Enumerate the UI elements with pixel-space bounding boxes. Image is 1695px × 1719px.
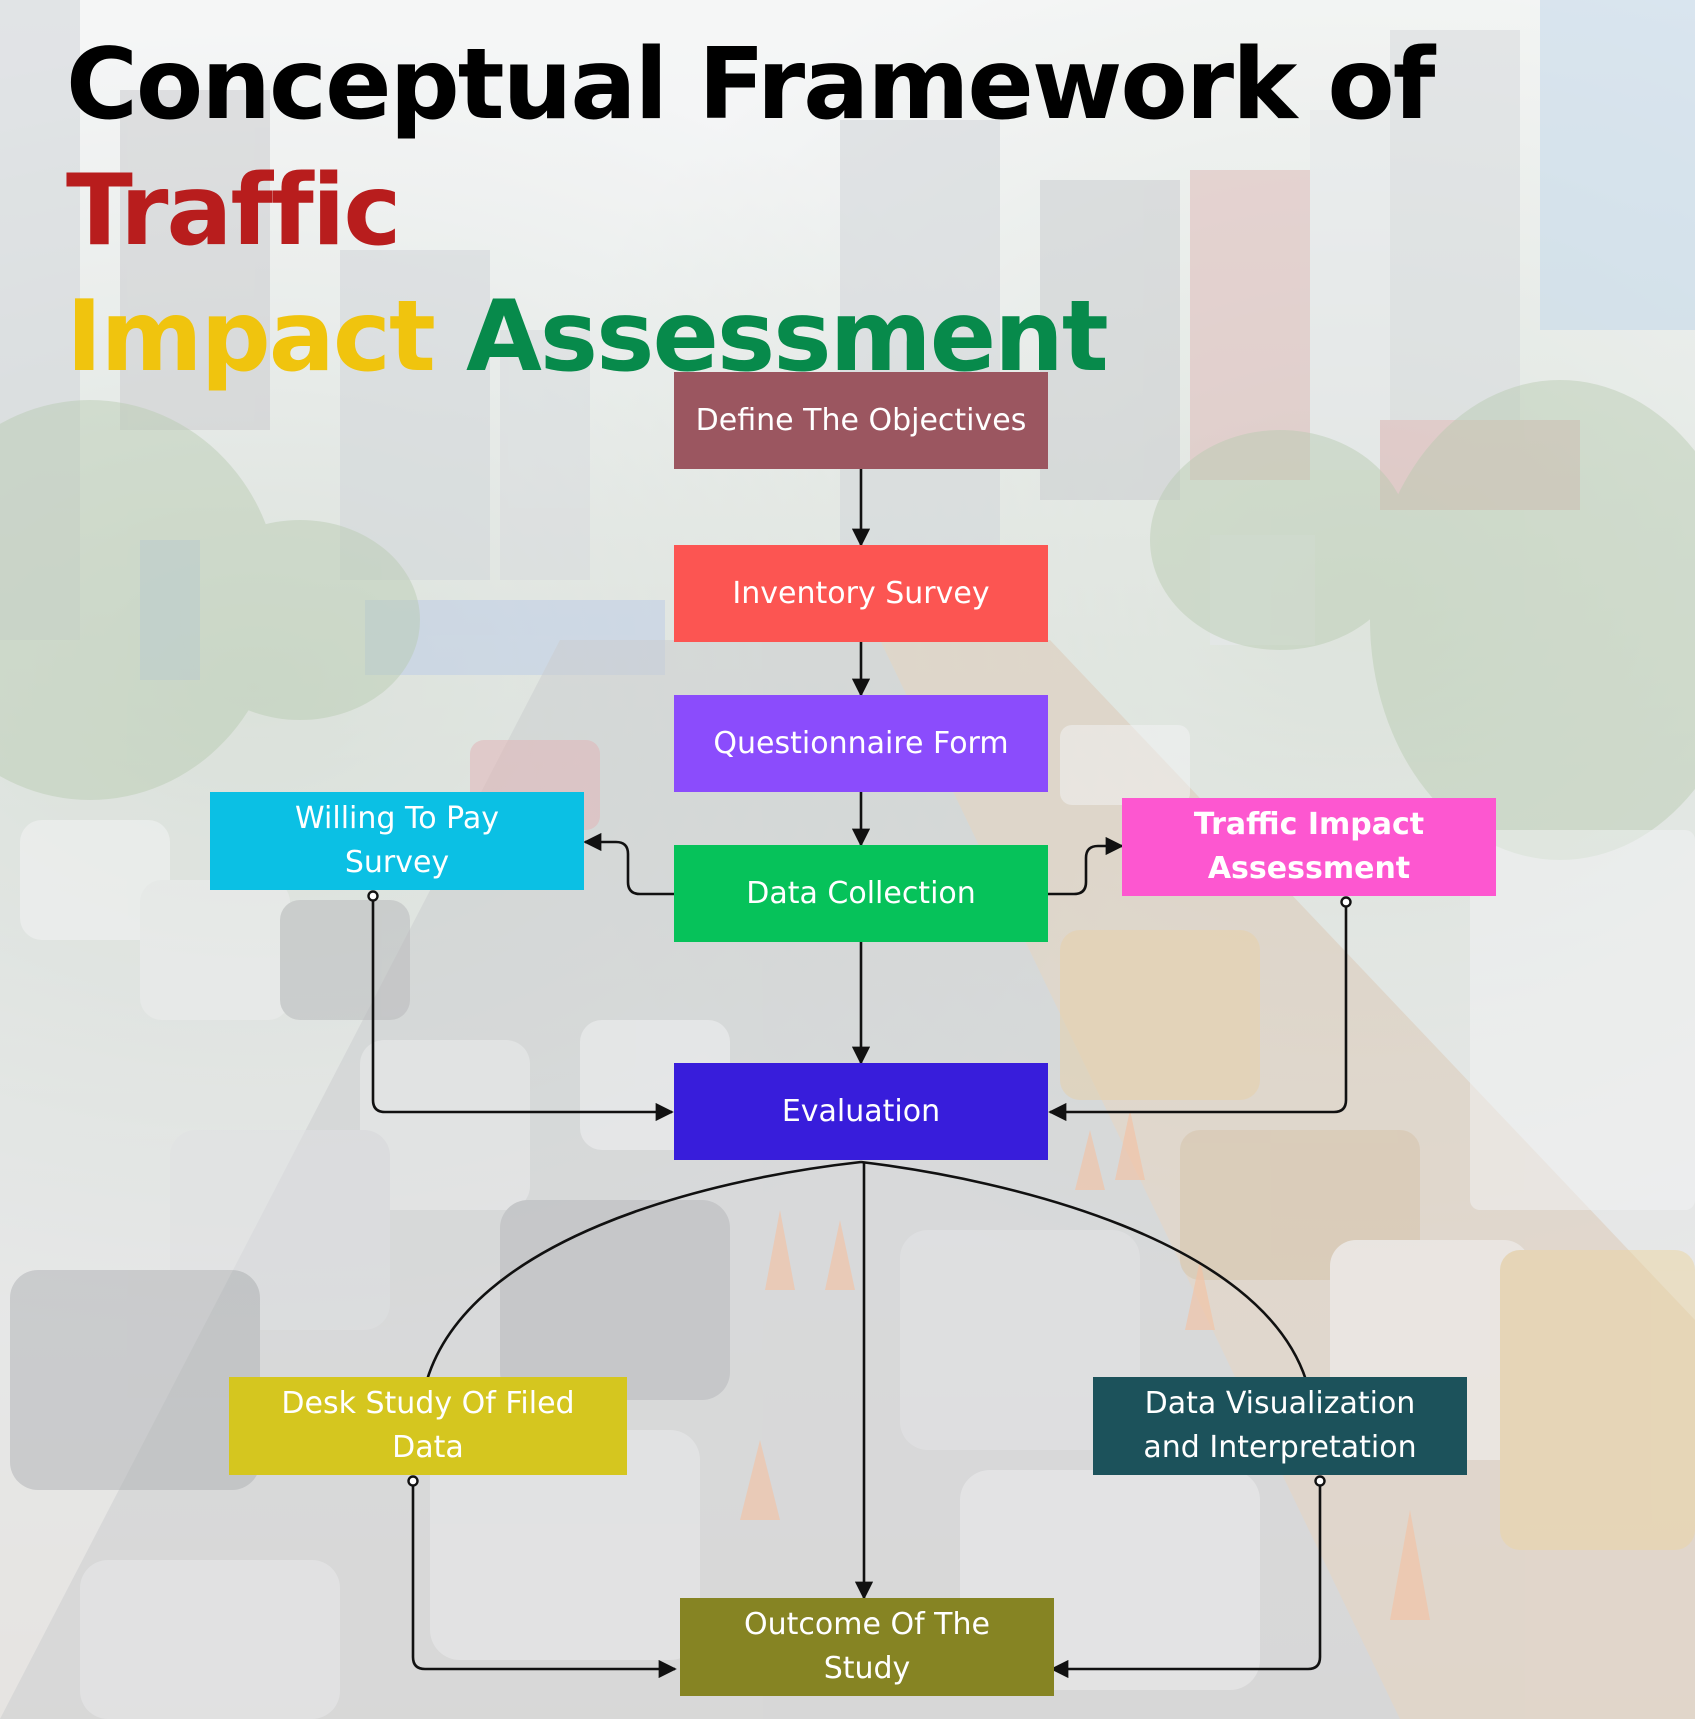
arrow-willing-to-evaluation xyxy=(371,896,674,1122)
curve-evaluation-to-visualization xyxy=(860,1160,1308,1381)
title-part-traffic: Traffic xyxy=(66,154,401,268)
arrow-desk-to-outcome xyxy=(411,1481,677,1679)
node-desk-study-label: Desk Study Of Filed Data xyxy=(281,1386,575,1465)
node-inventory-survey-label: Inventory Survey xyxy=(732,575,990,611)
node-willing-to-pay-survey-label: Willing To Pay Survey xyxy=(295,801,499,880)
connector-dot-visualization xyxy=(1314,1475,1326,1487)
node-outcome-of-study: Outcome Of The Study xyxy=(680,1598,1054,1696)
node-willing-to-pay-survey: Willing To Pay Survey xyxy=(210,792,584,890)
arrow-data-collection-to-willing xyxy=(583,832,674,896)
arrow-traffic-to-evaluation xyxy=(1048,902,1348,1122)
title-part-conceptual: Conceptual Framework of xyxy=(66,28,1435,142)
node-data-collection: Data Collection xyxy=(674,845,1048,942)
node-data-visualization-label: Data Visualization and Interpretation xyxy=(1143,1386,1417,1465)
curve-evaluation-to-desk xyxy=(425,1160,862,1381)
node-questionnaire-form-label: Questionnaire Form xyxy=(713,725,1009,761)
arrow-data-collection-to-traffic xyxy=(1048,836,1124,896)
connector-dot-traffic xyxy=(1340,896,1352,908)
arrow-visualization-to-outcome xyxy=(1050,1481,1322,1679)
node-inventory-survey: Inventory Survey xyxy=(674,545,1048,642)
node-desk-study: Desk Study Of Filed Data xyxy=(229,1377,627,1475)
node-outcome-of-study-label: Outcome Of The Study xyxy=(744,1607,990,1686)
node-define-objectives: Define The Objectives xyxy=(674,372,1048,469)
node-evaluation-label: Evaluation xyxy=(781,1093,941,1129)
node-data-visualization: Data Visualization and Interpretation xyxy=(1093,1377,1467,1475)
node-traffic-impact-assessment-label: Traffic Impact Assessment xyxy=(1193,807,1425,886)
node-evaluation: Evaluation xyxy=(674,1063,1048,1160)
connector-dot-willing xyxy=(367,890,379,902)
connector-dot-desk xyxy=(407,1475,419,1487)
node-define-objectives-label: Define The Objectives xyxy=(695,402,1027,438)
node-traffic-impact-assessment: Traffic Impact Assessment xyxy=(1122,798,1496,896)
node-questionnaire-form: Questionnaire Form xyxy=(674,695,1048,792)
title-part-impact: Impact xyxy=(66,280,436,394)
node-data-collection-label: Data Collection xyxy=(746,875,976,911)
